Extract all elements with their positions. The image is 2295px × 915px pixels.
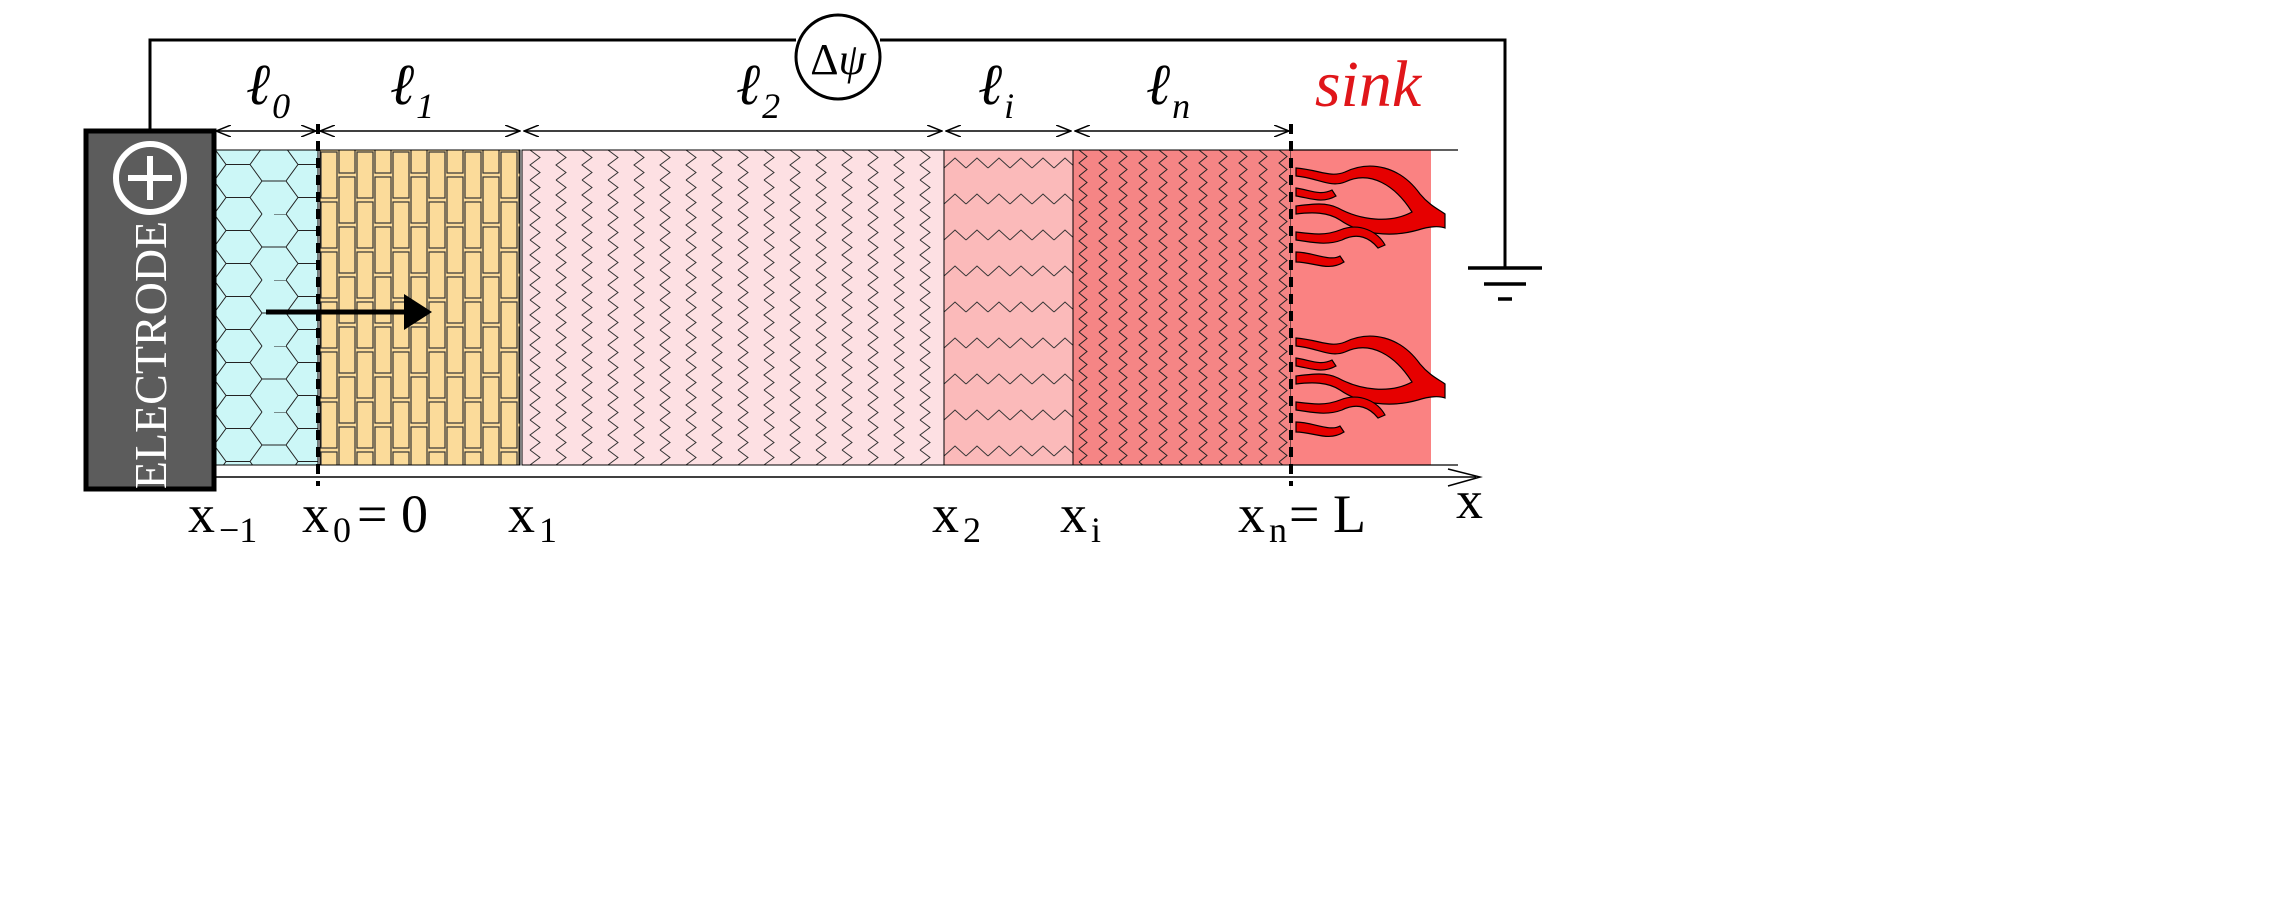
layer-2 bbox=[521, 149, 945, 466]
flux-arrow bbox=[266, 294, 432, 330]
blood-vessel-upper bbox=[1295, 165, 1446, 267]
electrode: ELECTRODE bbox=[83, 128, 217, 492]
sink-label: sink bbox=[1315, 48, 1423, 121]
voltage-source: Δψ bbox=[794, 13, 882, 101]
blood-vessel-lower bbox=[1295, 335, 1446, 437]
length-label-i: ℓi bbox=[978, 52, 1014, 126]
length-label-1: ℓ1 bbox=[390, 52, 434, 126]
length-label-n: ℓn bbox=[1146, 52, 1190, 126]
voltage-delta: Δ bbox=[810, 35, 838, 84]
length-label-2: ℓ2 bbox=[736, 52, 780, 126]
ground-icon bbox=[1468, 266, 1542, 301]
layer-0 bbox=[215, 149, 319, 466]
length-label-0: ℓ0 bbox=[246, 52, 290, 126]
layer-i bbox=[943, 149, 1074, 466]
electrode-label: ELECTRODE bbox=[125, 221, 176, 489]
plus-icon bbox=[113, 141, 187, 215]
svg-text:Δψ: Δψ bbox=[810, 35, 866, 84]
circuit-wire bbox=[148, 38, 1507, 268]
x-axis-arrowhead bbox=[1447, 468, 1483, 487]
layer-n bbox=[1072, 149, 1292, 466]
voltage-psi: ψ bbox=[838, 35, 866, 84]
position-label-x-1: x−1 bbox=[188, 484, 257, 550]
x-axis-label: x bbox=[1456, 470, 1483, 530]
